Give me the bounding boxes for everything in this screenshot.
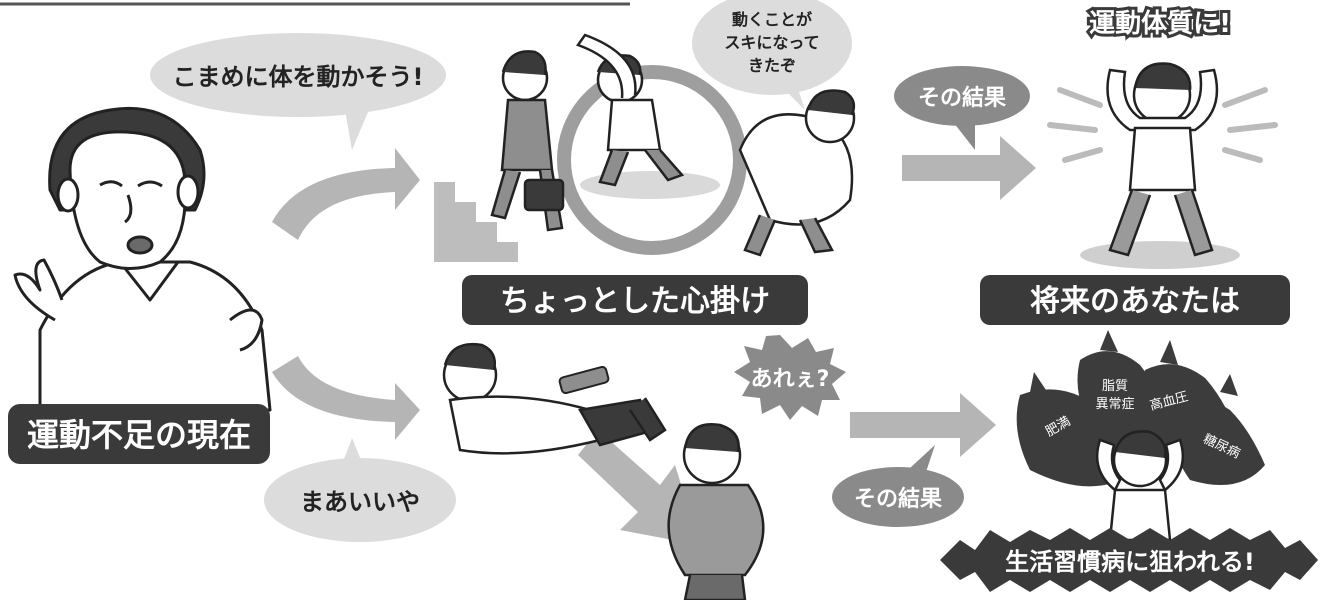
label-current: 運動不足の現在 [8,404,270,464]
stairs-icon [434,182,518,262]
remote-control-icon [558,365,610,395]
bubble-result-top-text: その結果 [918,85,1006,111]
label-effort: ちょっとした心掛け [462,275,808,325]
man-current-illustration [13,106,272,412]
bubble-move-more: こまめに体を動かそう! [150,33,446,150]
man-climbing-stairs [490,50,565,232]
floor-shadow [580,171,720,199]
bubble-result-top: その結果 [894,66,1030,150]
label-effort-text: ちょっとした心掛け [500,284,770,319]
germ-monster-icon [1016,330,1265,487]
label-disease: 生活習慣病に狙われる! [940,528,1318,592]
bubble-result-bottom: その結果 [832,445,964,527]
man-lying-down [442,342,667,455]
man-fit-illustration [1080,62,1240,269]
arrow-curve-down [272,356,420,440]
disease-lipid-line2: 異常症 [1095,397,1134,412]
bubble-move-more-text: こまめに体を動かそう! [173,63,424,91]
bubble-huh-text: あれぇ? [751,367,830,392]
label-future-text: 将来のあなたは [1030,284,1240,319]
bubble-whatever: まあいいや [264,438,456,542]
radiating-lines [1047,87,1278,163]
bubble-whatever-text: まあいいや [300,488,420,516]
bubble-result-bottom-text: その結果 [854,486,942,512]
label-future: 将来のあなたは [980,275,1290,325]
bubble-enjoy-line3: きたぞ [748,56,796,75]
label-current-text: 運動不足の現在 [27,416,251,454]
man-carrying-futon [738,89,856,257]
man-worried [1095,430,1185,542]
man-stretching [576,33,685,187]
bubble-huh: あれぇ? [734,335,846,420]
bubble-enjoy: 動くことが スキになって きたぞ [692,0,852,110]
fit-body-title-text: 運動体質に! [1089,9,1231,39]
arrow-straight-top [902,136,1036,200]
fit-body-title: 運動体質に! [1086,6,1234,42]
arrow-straight-bottom [850,393,996,457]
bubble-enjoy-line2: スキになって [724,33,819,52]
bubble-enjoy-line1: 動くことが [732,10,812,29]
label-disease-text: 生活習慣病に狙われる! [1005,548,1255,576]
circle-mark [557,65,747,255]
arrow-curve-up [272,148,420,240]
disease-lipid-line1: 脂質 [1102,379,1128,394]
man-with-belly [667,423,765,600]
